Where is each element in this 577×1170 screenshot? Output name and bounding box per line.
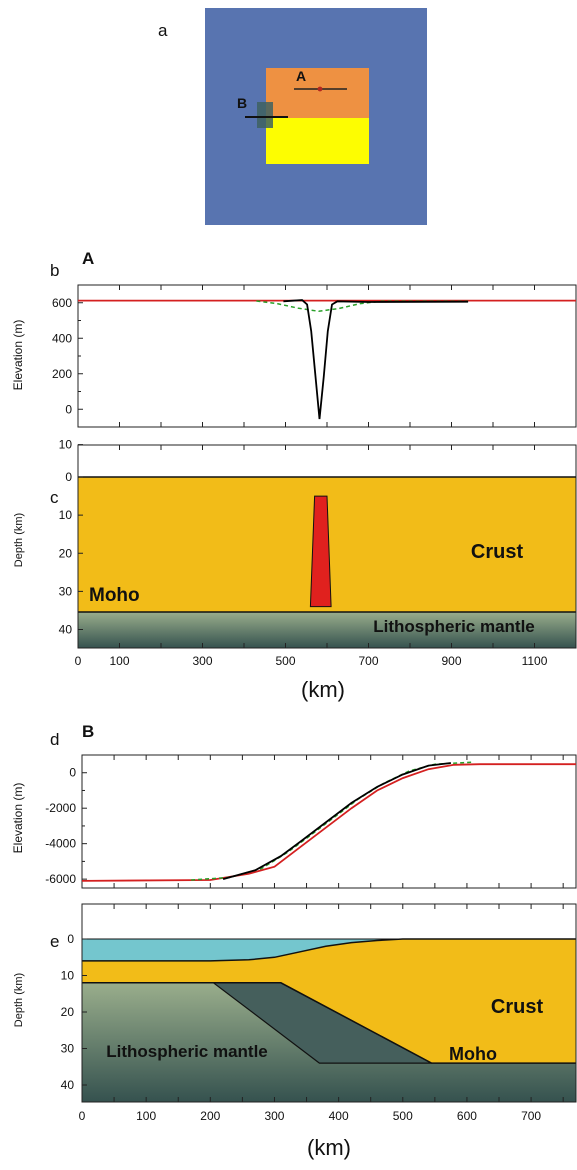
panel-a-letter: a xyxy=(158,21,168,40)
profile-a-center xyxy=(317,86,323,92)
series-line-1 xyxy=(191,761,474,881)
panel-d-ylabel: Elevation (m) xyxy=(11,783,25,854)
panel-c-letter: c xyxy=(50,488,59,507)
xtick-label: 500 xyxy=(393,1109,413,1123)
moho-line-b xyxy=(82,982,576,1064)
ytick-label: 40 xyxy=(61,1078,75,1092)
series-line-0 xyxy=(81,763,576,882)
moho-label: Moho xyxy=(89,585,140,606)
orange-block xyxy=(266,68,369,118)
panel-b-yticks: 600 400 200 0 xyxy=(52,296,83,416)
ytick-label: -4000 xyxy=(45,837,76,851)
panel-c-yticks: 10 0 10 20 30 40 xyxy=(59,438,83,637)
marker-b: B xyxy=(237,95,247,111)
magmatic-intrusion xyxy=(309,495,332,608)
panel-d-series xyxy=(81,761,576,882)
panel-b-series xyxy=(78,299,576,420)
panel-d: d B Elevation (m) 0 -2000 -4000 -6000 xyxy=(11,722,577,889)
ytick-label: -6000 xyxy=(45,872,76,886)
xtick-label: 700 xyxy=(521,1109,541,1123)
margin-patch xyxy=(257,102,273,128)
panel-e-yticks: 0 10 20 30 40 xyxy=(61,932,87,1092)
crust-label: Crust xyxy=(471,541,524,563)
xtick-label: 0 xyxy=(79,1109,86,1123)
xtick-label: 400 xyxy=(329,1109,349,1123)
xtick-label: 1100 xyxy=(522,654,548,668)
ytick-label: 10 xyxy=(59,438,73,452)
ytick-label: 30 xyxy=(61,1042,75,1056)
series-line-2 xyxy=(283,299,469,420)
ytick-label: 30 xyxy=(59,584,73,598)
panel-c-xticks: 0 100 300 500 700 900 1100 xyxy=(75,445,548,668)
ytick-label: 0 xyxy=(69,766,76,780)
xtick-label: 100 xyxy=(109,654,129,668)
panel-d-yticks: 0 -2000 -4000 -6000 xyxy=(45,766,87,886)
ytick-label: 40 xyxy=(59,623,73,637)
panel-b-frame xyxy=(77,284,577,428)
ytick-label: 20 xyxy=(59,546,73,560)
panel-e: e Depth (km) 0 10 20 30 40 0 100 200 300 400 500 6… xyxy=(13,903,577,1160)
ytick-label: 400 xyxy=(52,331,72,345)
ytick-label: 10 xyxy=(59,508,73,522)
xlabel-1: (km) xyxy=(301,677,345,702)
panel-e-letter: e xyxy=(50,932,59,951)
panel-d-xticks xyxy=(113,755,564,888)
panel-b-letter: b xyxy=(50,261,59,280)
panel-e-xticks: 0 100 200 300 400 500 600 700 xyxy=(79,904,564,1123)
xtick-label: 500 xyxy=(275,654,295,668)
xlabel-2: (km) xyxy=(307,1135,351,1160)
xtick-label: 300 xyxy=(264,1109,284,1123)
panel-e-ylabel: Depth (km) xyxy=(13,973,25,1027)
ytick-label: 0 xyxy=(65,470,72,484)
xtick-label: 200 xyxy=(200,1109,220,1123)
ytick-label: 0 xyxy=(67,932,74,946)
mantle-label-b: Lithospheric mantle xyxy=(106,1042,268,1061)
panel-b-ylabel: Elevation (m) xyxy=(11,320,25,391)
marker-a: A xyxy=(296,68,306,84)
panel-a: a A B xyxy=(158,8,427,225)
moho-label-b: Moho xyxy=(449,1044,497,1064)
ytick-label: 0 xyxy=(65,402,72,416)
panel-e-layers xyxy=(82,938,576,1102)
panel-d-section: B xyxy=(82,722,94,741)
ytick-label: 20 xyxy=(61,1005,75,1019)
ytick-label: 10 xyxy=(61,969,75,983)
yellow-block xyxy=(266,118,369,164)
ytick-label: -2000 xyxy=(45,801,76,815)
mantle-layer xyxy=(78,612,576,648)
mantle-label: Lithospheric mantle xyxy=(373,617,535,636)
series-line-2 xyxy=(222,762,452,880)
water-layer xyxy=(82,939,576,961)
crust-label-b: Crust xyxy=(491,996,544,1018)
panel-c-ylabel: Depth (km) xyxy=(13,513,25,567)
ytick-label: 200 xyxy=(52,367,72,381)
ytick-label: 600 xyxy=(52,296,72,310)
xtick-label: 100 xyxy=(136,1109,156,1123)
panel-b: b A Elevation (m) 600 400 200 0 xyxy=(11,249,577,428)
panel-e-frame xyxy=(81,903,577,1103)
xtick-label: 0 xyxy=(75,654,82,668)
xtick-label: 300 xyxy=(192,654,212,668)
panel-d-frame xyxy=(81,754,577,889)
xtick-label: 700 xyxy=(358,654,378,668)
panel-b-xticks xyxy=(119,285,535,427)
xtick-label: 900 xyxy=(441,654,461,668)
xtick-label: 600 xyxy=(457,1109,477,1123)
crust-layer-b xyxy=(82,939,576,1064)
panel-d-letter: d xyxy=(50,730,59,749)
panel-b-section: A xyxy=(82,249,94,268)
